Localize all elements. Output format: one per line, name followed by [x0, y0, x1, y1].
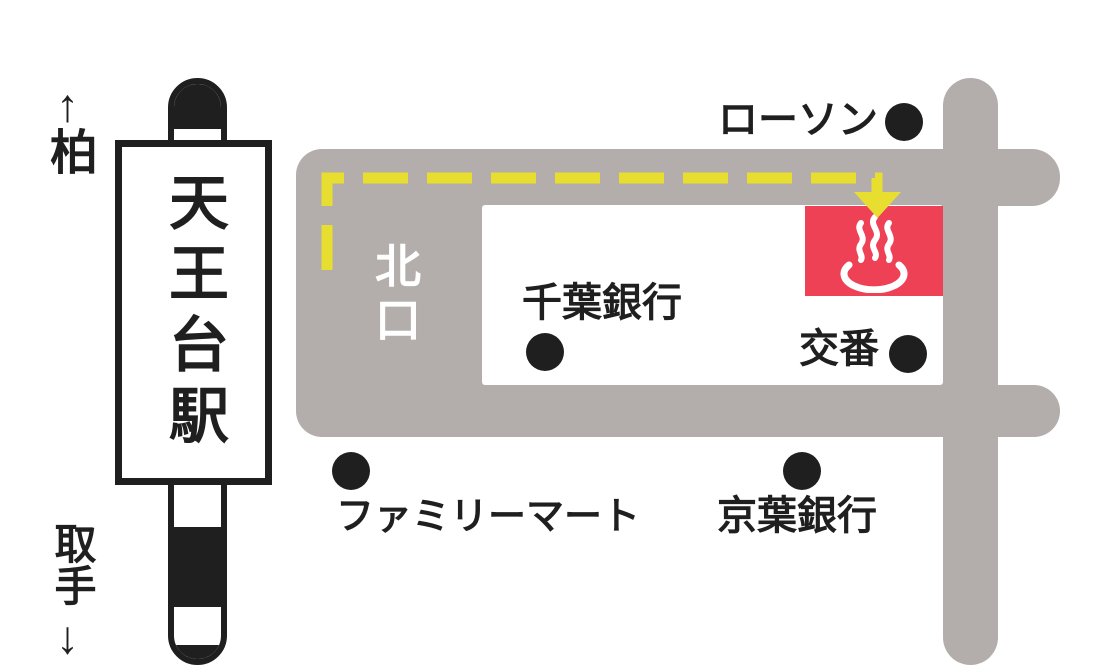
onsen-icon: [840, 214, 908, 293]
landmark-label-chiba-bank: 千葉銀行: [522, 281, 682, 325]
road-stub-bottom: [943, 385, 1060, 437]
railway-segment: [174, 527, 221, 607]
railway-segment: [174, 645, 221, 659]
north-exit-label: 北口: [369, 242, 421, 350]
station-name: 天王台駅: [160, 170, 228, 455]
landmark-label-lawson: ローソン: [718, 98, 878, 142]
landmark-dot-keiyo-bank: [783, 452, 821, 490]
destination-box: [805, 206, 943, 296]
landmark-dot-lawson: [885, 103, 923, 141]
landmark-label-koban: 交番: [799, 327, 879, 371]
down-arrow-icon: ↓: [56, 611, 79, 663]
road-stub-top: [943, 149, 1060, 206]
landmark-dot-chiba-bank: [526, 333, 564, 371]
direction-label-toride: 取手: [49, 522, 96, 606]
landmark-label-familymart: ファミリーマート: [336, 496, 641, 538]
direction-label-kashiwa: 柏: [50, 127, 99, 180]
up-arrow-icon: ↑: [56, 79, 79, 131]
landmark-dot-familymart: [332, 452, 370, 490]
landmark-label-keiyo-bank: 京葉銀行: [717, 494, 877, 538]
station-sign: 天王台駅: [115, 140, 272, 485]
landmark-dot-koban: [889, 335, 927, 373]
railway-segment: [174, 84, 221, 129]
